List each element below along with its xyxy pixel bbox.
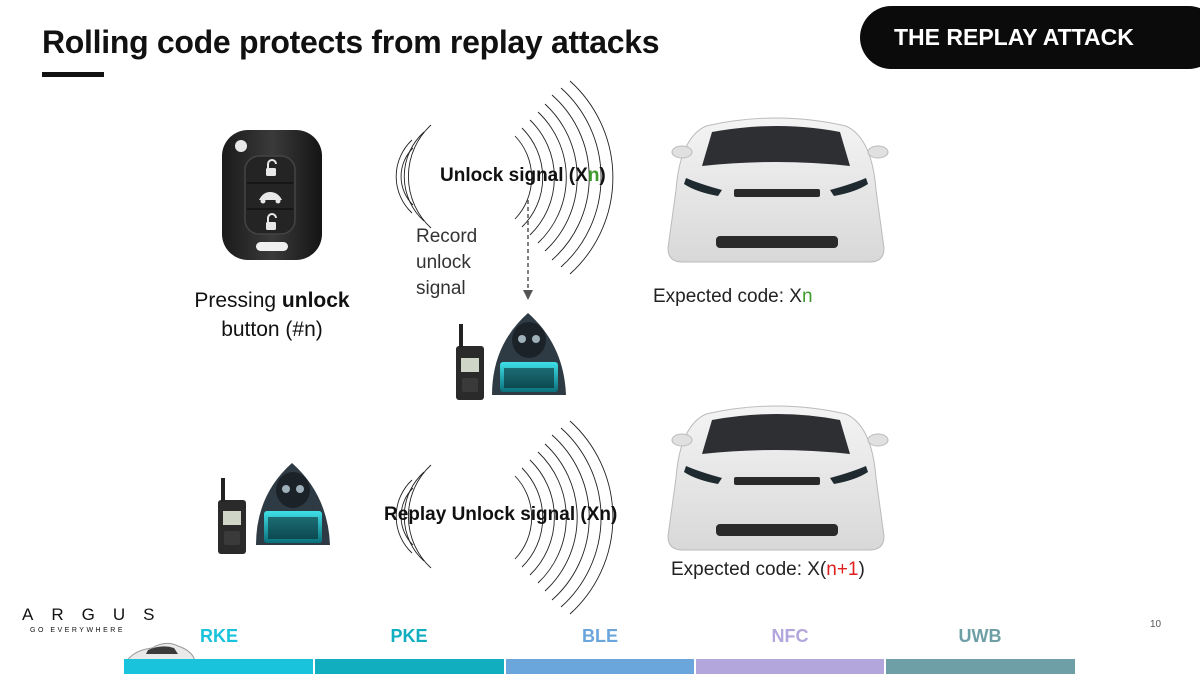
slide-title: Rolling code protects from replay attack… [42, 24, 660, 60]
tech-label-ble: BLE [582, 626, 618, 646]
unlock-signal-label: Unlock signal (Xn) [440, 165, 606, 187]
record-note-line1: Record [416, 226, 478, 247]
tech-bar-uwb [886, 659, 1075, 674]
tech-bar-pke [315, 659, 504, 674]
section-badge: THE REPLAY ATTACK [860, 6, 1200, 69]
tech-bar-rke [124, 659, 313, 674]
expected-code-top-prefix: Expected code: X [653, 286, 802, 307]
expected-code-bottom-highlight: n+1 [826, 559, 859, 580]
tech-label-nfc: NFC [771, 626, 809, 646]
tech-label-rke: RKE [199, 626, 238, 646]
replay-signal-label: Replay Unlock signal (Xn) [384, 504, 618, 525]
record-arrow [523, 200, 533, 300]
tech-bar-nfc [696, 659, 884, 674]
title-underline [42, 72, 104, 77]
tech-label-uwb: UWB [958, 626, 1002, 646]
fob-caption-suffix: button (#n) [221, 318, 323, 341]
attacker-top-icon [456, 313, 566, 400]
record-note: Record unlock signal [416, 224, 477, 302]
key-fob-icon [222, 130, 322, 260]
expected-code-bottom-prefix: Expected code: X( [671, 559, 827, 580]
car-top-icon [667, 117, 889, 263]
unlock-signal-highlight: n [587, 165, 600, 186]
section-label: THE REPLAY ATTACK [894, 24, 1134, 50]
page-number: 10 [1150, 619, 1162, 630]
argus-logo: ARGUS [22, 605, 173, 624]
expected-code-top: Expected code: Xn [653, 286, 813, 308]
attacker-bottom-icon [218, 463, 330, 554]
top-signal-waves [395, 80, 614, 275]
expected-code-bottom-suffix: ) [858, 559, 865, 580]
record-note-line3: signal [416, 278, 466, 299]
record-note-line2: unlock [416, 252, 471, 273]
tech-bar-ble [506, 659, 694, 674]
unlock-signal-prefix: Unlock signal (X [440, 165, 588, 186]
argus-tagline: GO EVERYWHERE [30, 627, 125, 634]
expected-code-bottom: Expected code: X(n+1) [671, 559, 865, 581]
expected-code-top-highlight: n [801, 286, 813, 307]
tech-label-pke: PKE [390, 626, 428, 646]
unlock-signal-suffix: ) [599, 165, 606, 186]
fob-caption-prefix: Pressing [194, 289, 282, 312]
car-bottom-icon [667, 405, 889, 551]
bottom-signal-waves [395, 420, 614, 615]
fob-caption-bold: unlock [281, 289, 350, 312]
fob-caption: Pressing unlock button (#n) [172, 286, 372, 344]
